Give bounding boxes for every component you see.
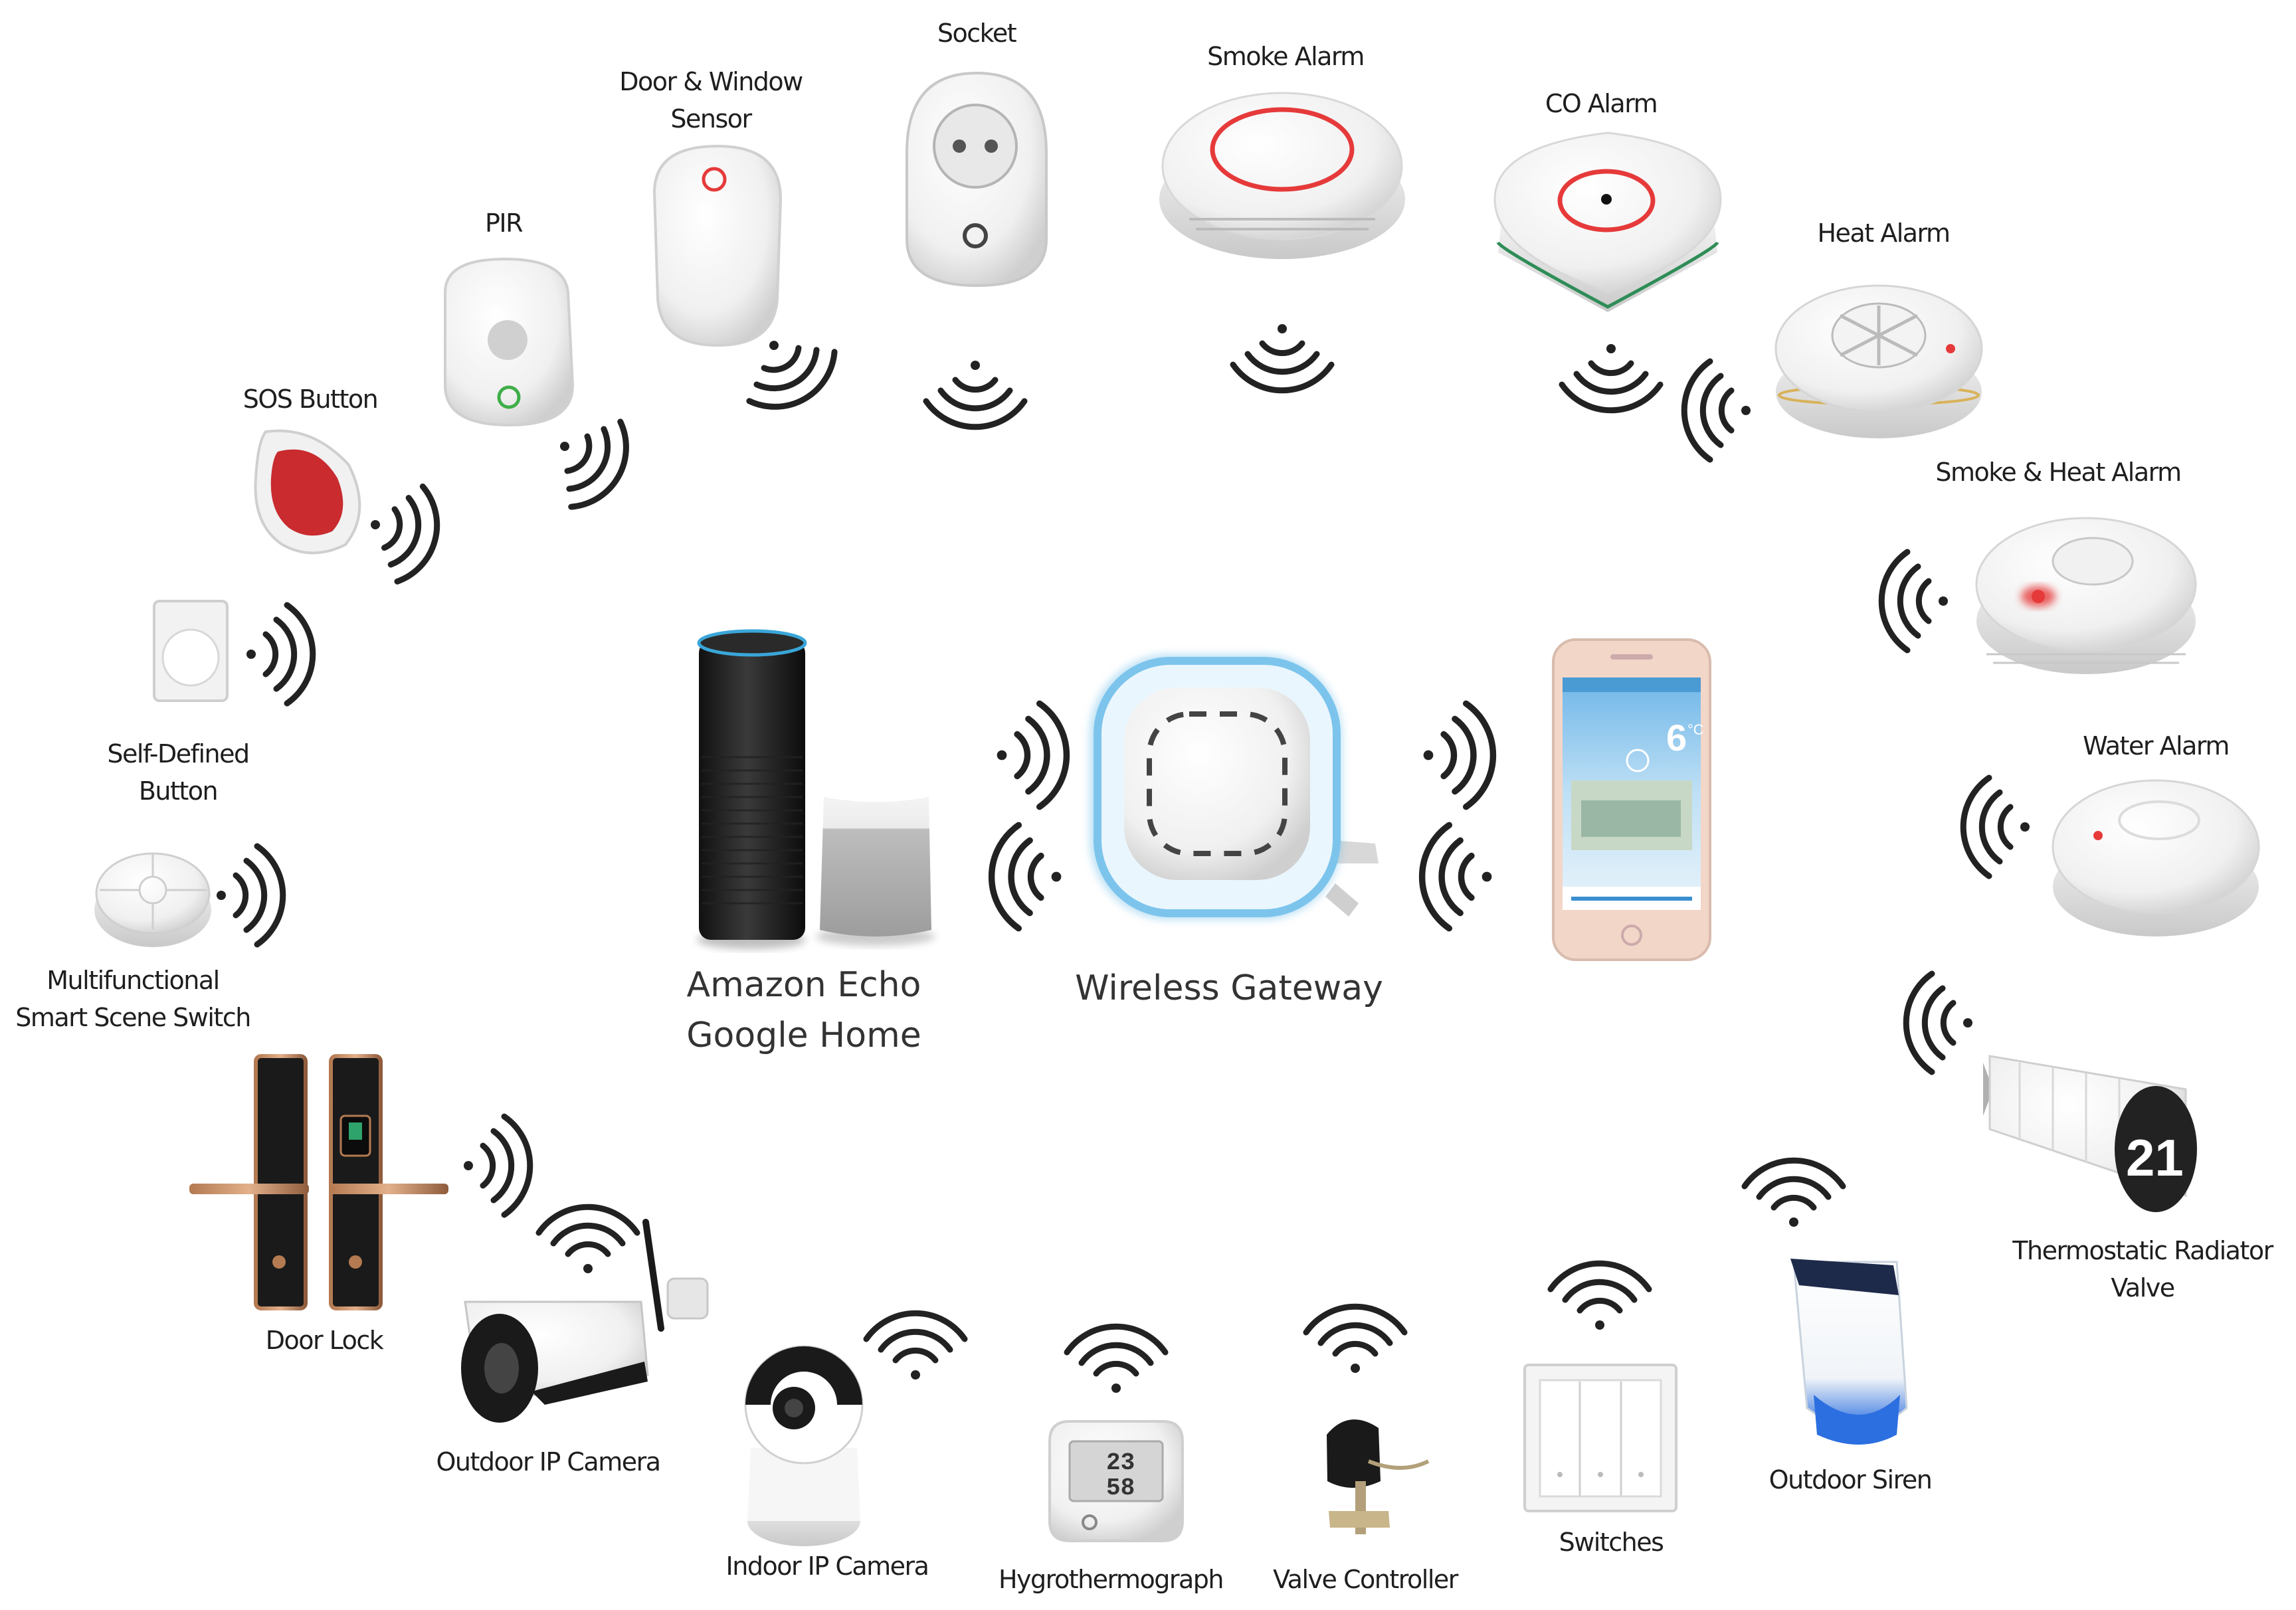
label-line: Valve Controller [1273, 1565, 1458, 1594]
label-line: Water Alarm [2083, 731, 2230, 760]
smoke-heat-alarm-label: Smoke & Heat Alarm [1935, 454, 2182, 491]
valve-controller-icon [1327, 1419, 1430, 1534]
switches-label: Switches [1559, 1524, 1664, 1561]
label-line: Sensor [670, 104, 752, 134]
outdoor-siren-label: Outdoor Siren [1769, 1461, 1933, 1498]
door-lock-icon [189, 1054, 448, 1310]
google-home-label: Google Home [686, 1016, 921, 1055]
label-line: Indoor IP Camera [725, 1552, 929, 1581]
thermostatic-valve-icon: 21 [1983, 1055, 2197, 1212]
socket-icon [906, 71, 1048, 288]
wireless-gateway-icon [1090, 654, 1379, 920]
hygro-humidity-reading: 58 [1106, 1475, 1135, 1502]
gateway-label: Wireless Gateway [1075, 963, 1383, 1014]
socket-label: Socket [937, 15, 1017, 52]
hygrothermograph-icon: 23 58 [1048, 1420, 1184, 1542]
google-home-icon [816, 769, 935, 946]
switches-icon [1523, 1364, 1677, 1512]
label-line: Outdoor IP Camera [436, 1447, 661, 1476]
label-line: PIR [484, 209, 524, 238]
hygro-temperature-reading: 23 [1106, 1449, 1135, 1476]
phone-temperature: 6 [1666, 717, 1687, 759]
outdoor-ip-camera-icon [461, 1219, 709, 1423]
smoke-heat-alarm-icon [1975, 517, 2197, 674]
phone-app-icon: 6 °C [1552, 638, 1711, 961]
label-line: Button [138, 776, 219, 806]
outdoor-siren-icon [1790, 1259, 1908, 1445]
label-line: SOS Button [242, 385, 379, 414]
co-alarm-icon [1493, 132, 1722, 312]
sos-button-label: SOS Button [242, 381, 379, 418]
heat-alarm-icon [1774, 284, 1983, 438]
smoke-alarm-icon [1159, 92, 1405, 259]
pir-sensor-icon [444, 257, 575, 427]
label-line: Smart Scene Switch [15, 1003, 251, 1032]
phone-temperature-unit: °C [1687, 721, 1704, 738]
label-line: Smoke Alarm [1207, 42, 1365, 71]
label-line: Hygrothermograph [998, 1565, 1224, 1594]
smoke-alarm-label: Smoke Alarm [1207, 38, 1365, 75]
hygrothermograph-label: Hygrothermograph [998, 1561, 1224, 1598]
label-line: Door Lock [265, 1326, 384, 1355]
water-alarm-label: Water Alarm [2083, 727, 2230, 764]
indoor-ip-camera-label: Indoor IP Camera [726, 1548, 929, 1585]
amazon-echo-icon [697, 629, 807, 949]
label-line: Outdoor Siren [1769, 1465, 1933, 1494]
voice-assistants-label: Amazon Echo Google Home [686, 960, 921, 1061]
label-line: Door & Window [619, 67, 803, 96]
outdoor-ip-camera-label: Outdoor IP Camera [436, 1443, 661, 1480]
label-line: Thermostatic Radiator [2012, 1236, 2273, 1265]
door-window-sensor-label: Door & Window Sensor [619, 63, 803, 137]
indoor-ip-camera-icon [744, 1345, 864, 1546]
wireless-gateway-label: Wireless Gateway [1075, 968, 1383, 1008]
water-alarm-icon [2052, 779, 2260, 937]
thermostatic-valve-label: Thermostatic Radiator Valve [2012, 1232, 2273, 1306]
label-line: CO Alarm [1545, 89, 1658, 118]
label-line: Switches [1559, 1528, 1664, 1557]
valve-controller-label: Valve Controller [1273, 1561, 1458, 1598]
self-defined-button-label: Self-Defined Button [107, 735, 250, 810]
sos-button-icon [254, 429, 361, 555]
co-alarm-label: CO Alarm [1545, 85, 1658, 122]
heat-alarm-label: Heat Alarm [1817, 215, 1951, 252]
pir-label: PIR [484, 205, 524, 242]
label-line: Self-Defined [107, 739, 250, 768]
label-line: Smoke & Heat Alarm [1935, 458, 2182, 487]
door-window-sensor-icon [652, 144, 783, 347]
amazon-echo-label: Amazon Echo [686, 965, 921, 1005]
door-lock-label: Door Lock [265, 1322, 384, 1359]
smart-scene-switch-icon [94, 852, 211, 947]
smart-scene-switch-label: Multifunctional Smart Scene Switch [15, 962, 251, 1036]
valve-display: 21 [2126, 1128, 2184, 1187]
self-defined-button-icon [153, 600, 229, 702]
label-line: Multifunctional [47, 966, 220, 995]
label-line: Valve [2111, 1273, 2175, 1302]
label-line: Socket [937, 19, 1017, 48]
label-line: Heat Alarm [1817, 219, 1951, 248]
